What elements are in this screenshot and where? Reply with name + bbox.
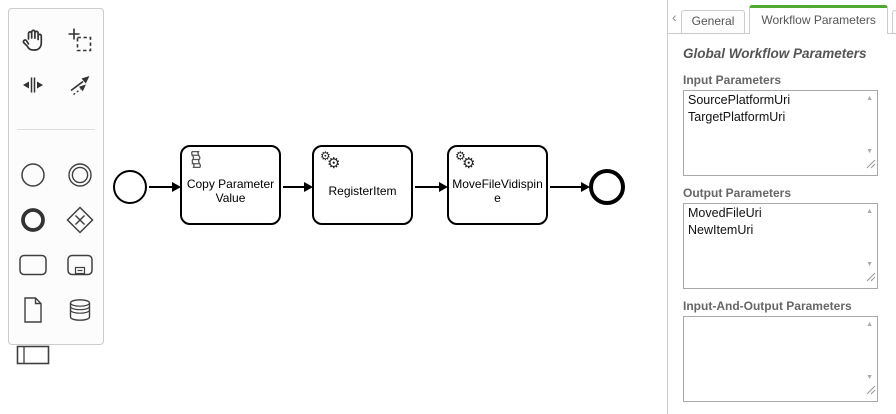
gear-icon: ⚙ (327, 155, 341, 172)
output-parameters-box[interactable]: MovedFileUri NewItemUri ▲ ▼ (683, 203, 878, 289)
tool-palette (8, 8, 104, 364)
output-parameters-label: Output Parameters (683, 186, 792, 200)
input-and-output-parameters-label: Input-And-Output Parameters (683, 299, 852, 313)
output-parameters-value: MovedFileUri NewItemUri (688, 206, 762, 237)
create-subprocess[interactable] (60, 245, 100, 285)
input-and-output-parameters-box[interactable]: ▲ ▼ (683, 316, 878, 402)
input-parameters-label: Input Parameters (683, 73, 782, 87)
diagram-canvas[interactable]: Copy Parameter Value ⚙ ⚙ RegisterItem ⚙ … (0, 0, 667, 414)
connect-icon (67, 72, 93, 98)
sequence-flow-arrowhead (581, 182, 590, 192)
task-copy-parameter-value[interactable]: Copy Parameter Value (180, 145, 281, 225)
tab-scroll-left-icon[interactable]: ‹ (672, 9, 677, 25)
data-object-icon (21, 296, 45, 324)
create-gateway[interactable] (60, 200, 100, 240)
task-icon (18, 253, 48, 277)
tab-workflow-parameters[interactable]: Workflow Parameters (749, 5, 888, 34)
sequence-flow[interactable] (550, 186, 581, 188)
panel-heading: Global Workflow Parameters (683, 46, 867, 61)
task-label: RegisterItem (328, 184, 397, 198)
resize-grip[interactable] (865, 156, 876, 174)
space-tool-icon (20, 72, 46, 98)
task-label: Copy Parameter Value (186, 177, 275, 205)
gear-icon: ⚙ (455, 149, 466, 163)
gateway-icon (64, 204, 96, 236)
create-intermediate-event[interactable] (60, 155, 100, 195)
end-event-shape[interactable] (589, 169, 625, 205)
input-parameters-box[interactable]: SourcePlatformUri TargetPlatformUri ▲ ▼ (683, 90, 878, 176)
task-movefilevidispine[interactable]: ⚙ ⚙ MoveFileVidispine (447, 145, 548, 225)
scroll-down-icon[interactable]: ▼ (866, 374, 873, 381)
properties-content: Global Workflow Parameters Input Paramet… (668, 34, 896, 402)
hand-tool[interactable] (13, 20, 53, 60)
start-event-icon (20, 162, 46, 188)
gear-icon: ⚙ (320, 149, 331, 163)
sequence-flow-arrowhead (172, 182, 181, 192)
lasso-icon (67, 27, 93, 53)
input-and-output-parameters-value (688, 318, 857, 400)
sequence-flow-arrowhead (304, 182, 313, 192)
service-task-icon: ⚙ ⚙ (319, 150, 345, 174)
scroll-up-icon[interactable]: ▲ (866, 321, 873, 328)
participant-icon (16, 344, 50, 366)
sequence-flow-arrowhead (439, 182, 448, 192)
create-task[interactable] (13, 245, 53, 285)
tab-general[interactable]: General (680, 10, 746, 33)
sequence-flow[interactable] (283, 186, 304, 188)
lasso-tool[interactable] (60, 20, 100, 60)
end-event-icon (20, 207, 46, 233)
tab-truncated[interactable]: I (891, 10, 896, 33)
service-task-icon: ⚙ ⚙ (454, 150, 480, 174)
script-task-icon (187, 150, 213, 174)
gear-icon: ⚙ (462, 155, 476, 172)
data-store-icon (67, 298, 93, 322)
start-event-shape[interactable] (113, 170, 147, 204)
resize-grip[interactable] (865, 382, 876, 400)
create-data-object[interactable] (13, 290, 53, 330)
task-label: MoveFileVidispine (452, 177, 543, 205)
input-parameters-value: SourcePlatformUri TargetPlatformUri (688, 93, 791, 124)
subprocess-icon (66, 253, 94, 277)
task-registeritem[interactable]: ⚙ ⚙ RegisterItem (312, 145, 413, 225)
global-connect-tool[interactable] (60, 65, 100, 105)
space-tool[interactable] (13, 65, 53, 105)
properties-tab-bar: ‹ General Workflow Parameters I › (668, 0, 896, 34)
create-data-store[interactable] (60, 290, 100, 330)
sequence-flow[interactable] (149, 186, 172, 188)
properties-panel: ‹ General Workflow Parameters I › Global… (667, 0, 896, 414)
scroll-down-icon[interactable]: ▼ (866, 148, 873, 155)
sequence-flow[interactable] (415, 186, 439, 188)
hand-icon (20, 27, 46, 53)
resize-grip[interactable] (865, 269, 876, 287)
create-start-event[interactable] (13, 155, 53, 195)
create-participant[interactable] (13, 335, 53, 375)
scroll-down-icon[interactable]: ▼ (866, 261, 873, 268)
intermediate-event-icon (67, 162, 93, 188)
scroll-up-icon[interactable]: ▲ (866, 208, 873, 215)
scroll-up-icon[interactable]: ▲ (866, 95, 873, 102)
create-end-event[interactable] (13, 200, 53, 240)
palette-divider (17, 129, 95, 130)
